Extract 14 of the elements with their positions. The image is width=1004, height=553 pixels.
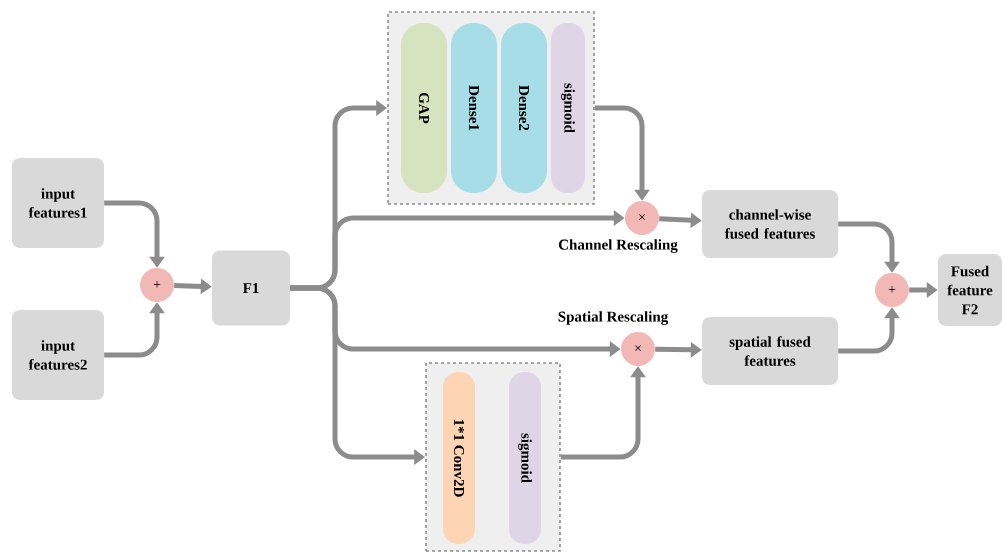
annotation-label: Channel Rescaling bbox=[558, 239, 678, 253]
process-box: spatial fused features bbox=[702, 317, 838, 385]
process-box: Fused feature F2 bbox=[938, 254, 1002, 326]
process-box: input features2 bbox=[12, 310, 104, 400]
process-box: channel-wise fused features bbox=[702, 190, 838, 258]
layer-pill: 1*1 Conv2D bbox=[443, 372, 475, 544]
layer-pill: sigmoid bbox=[551, 23, 585, 193]
process-box: input features1 bbox=[12, 158, 104, 248]
process-box: F1 bbox=[212, 250, 290, 326]
annotation-label: Spatial Rescaling bbox=[558, 311, 669, 325]
layer-pill: sigmoid bbox=[509, 372, 541, 544]
layer-pill: Dense2 bbox=[501, 23, 547, 193]
layer-pill: Dense1 bbox=[451, 23, 497, 193]
layer-pill: GAP bbox=[401, 23, 447, 193]
